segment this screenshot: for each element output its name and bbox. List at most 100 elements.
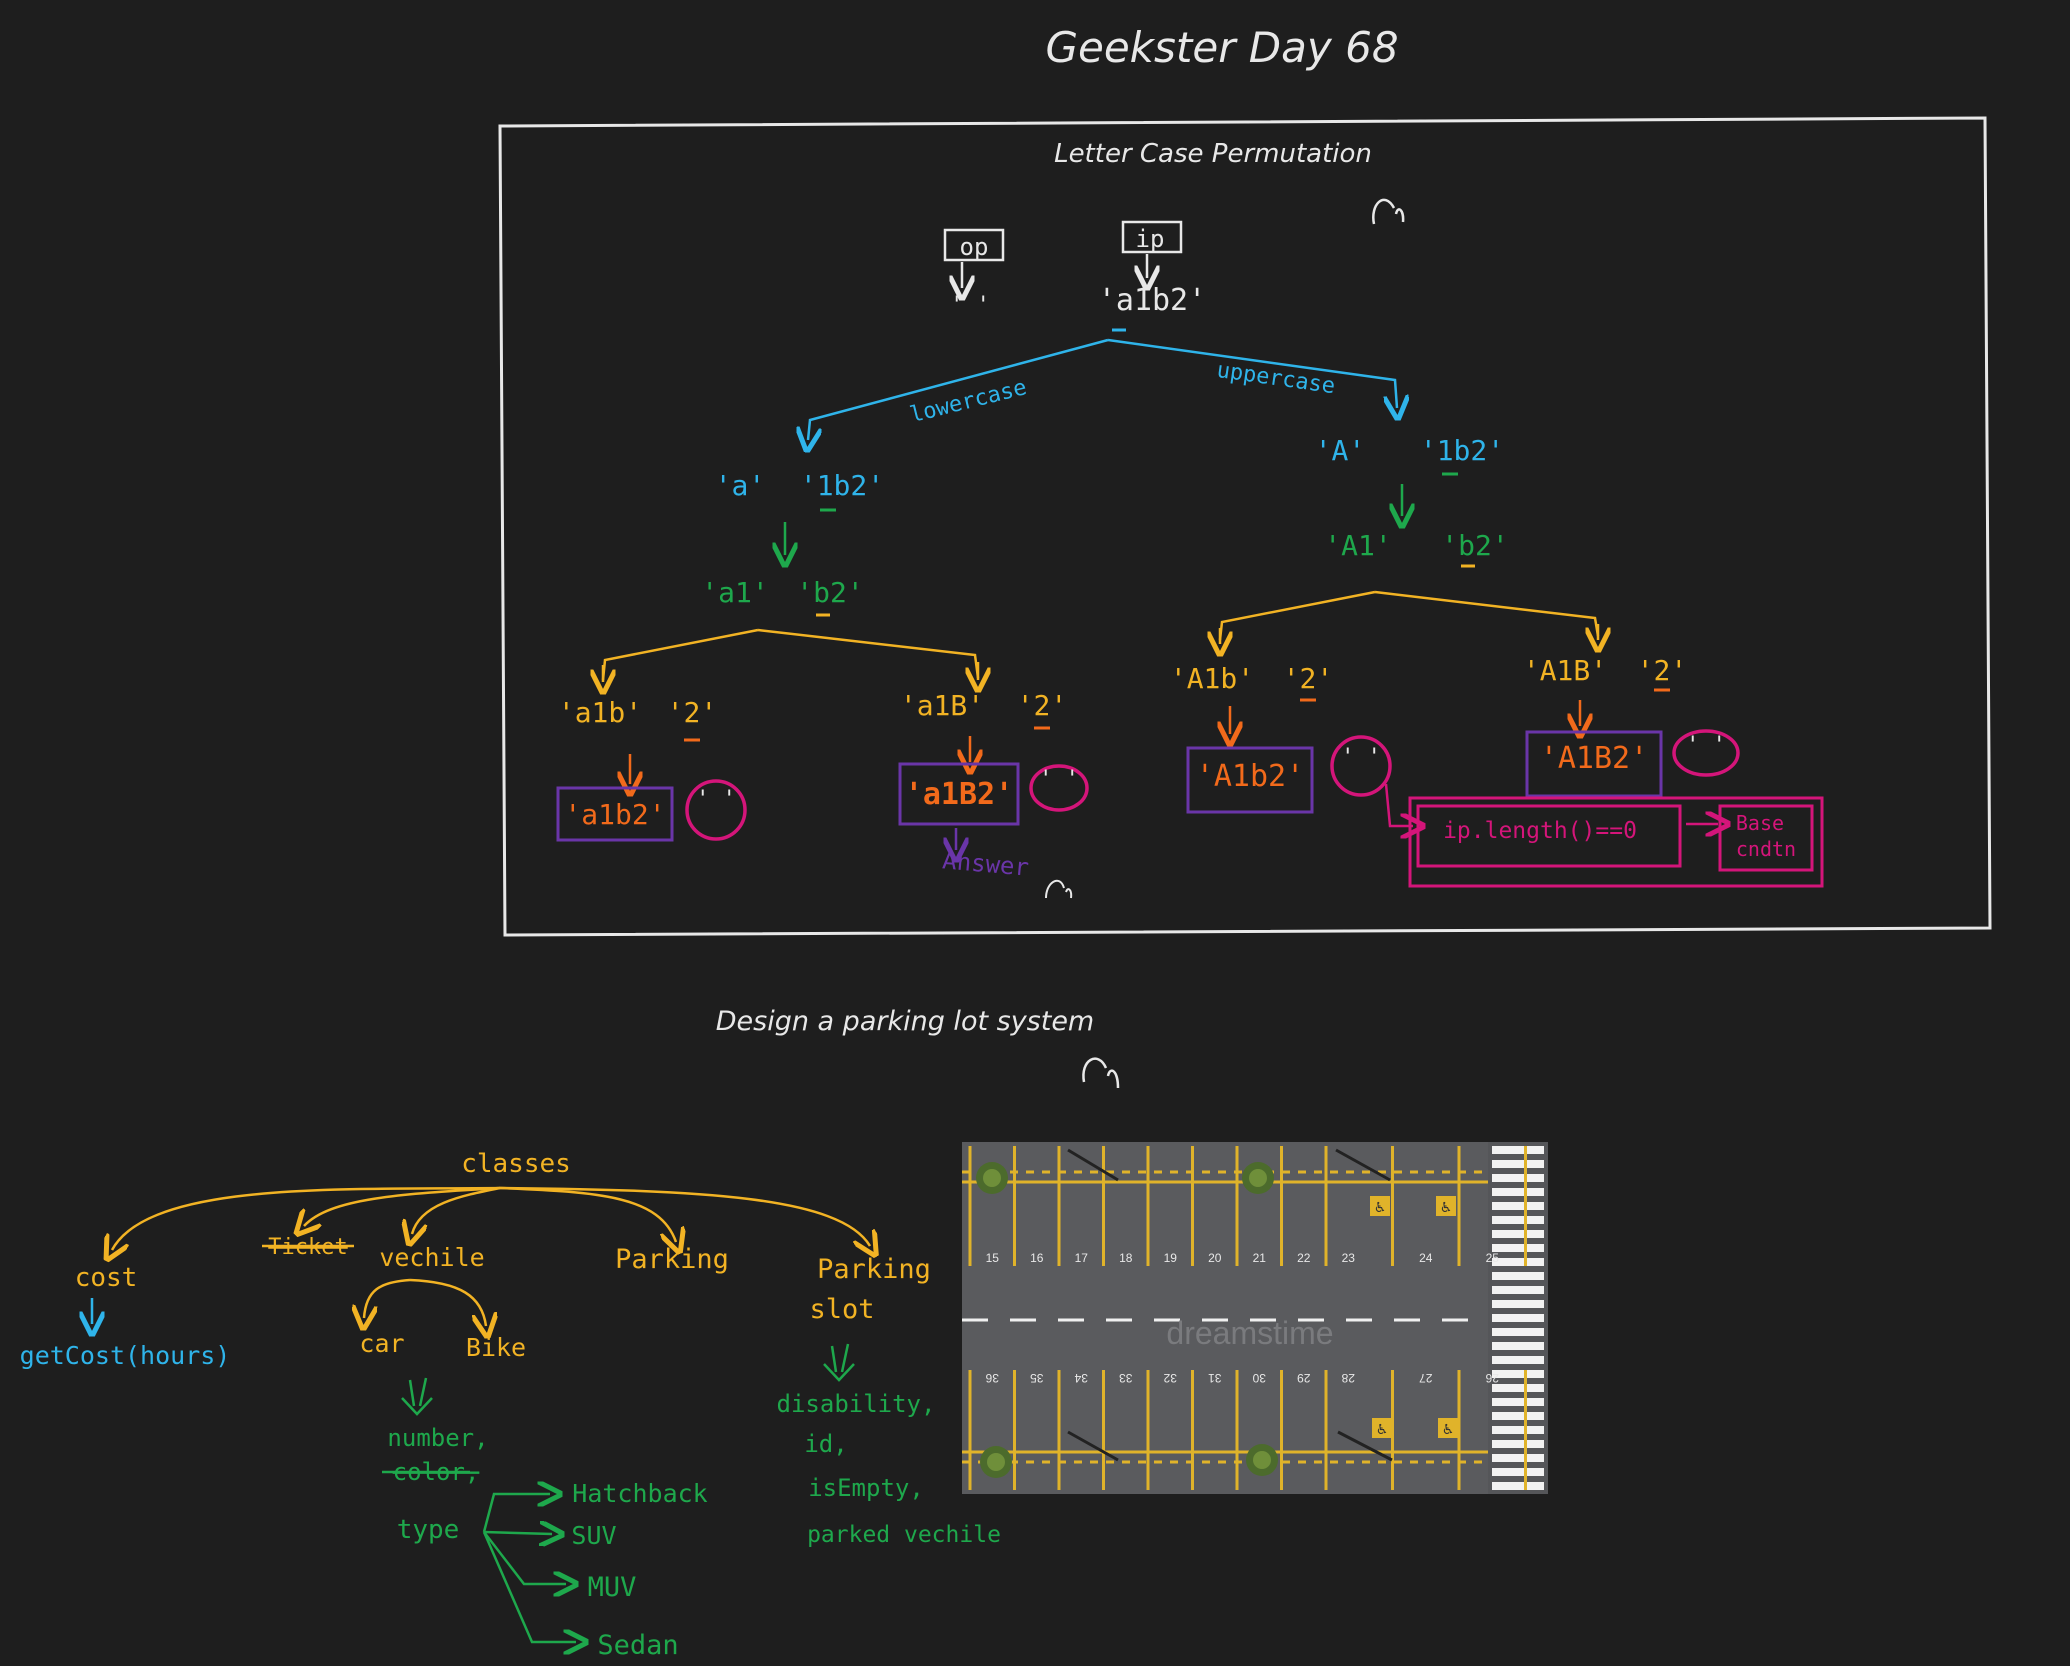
leaf-2: 'a1B2' ' ' Answer	[898, 762, 1089, 899]
svg-text:' ': ' '	[1039, 767, 1079, 792]
crosswalk-stripe	[1492, 1342, 1544, 1350]
svg-text:♿: ♿	[1376, 1422, 1389, 1438]
crosswalk-stripe	[1492, 1174, 1544, 1182]
slot-attr-2: id,	[804, 1430, 847, 1458]
ip-label: ip	[1136, 225, 1165, 253]
accessible-parking-icon: ♿	[1370, 1196, 1390, 1216]
stall-number-bottom: 31	[1208, 1371, 1222, 1385]
op-label: op	[960, 233, 989, 261]
stall-number-bottom: 35	[1030, 1371, 1044, 1385]
slot-attr-1: disability,	[777, 1390, 936, 1418]
op-box: op ' '	[943, 228, 1005, 318]
l1-right-ip: '1b2'	[1420, 434, 1504, 467]
class-parking-slot-2: slot	[809, 1294, 874, 1325]
l3-1-ip: '2'	[667, 696, 718, 729]
l2-left-op: 'a1'	[701, 576, 768, 609]
stall-number-bottom: 36	[985, 1371, 999, 1385]
stall-number-top: 23	[1342, 1251, 1356, 1265]
leaf-4: 'A1B2' ' '	[1525, 729, 1740, 798]
crosswalk-stripe	[1492, 1146, 1544, 1154]
crosswalk-stripe	[1492, 1398, 1544, 1406]
permutation-frame	[498, 116, 1992, 937]
page-title: Geekster Day 68	[1045, 23, 1398, 72]
type-suv: SUV	[571, 1521, 616, 1550]
crosswalk-stripe	[1492, 1216, 1544, 1224]
svg-text:' ': ' '	[1341, 745, 1381, 770]
tree-icon	[1246, 1444, 1278, 1476]
stall-number-top: 21	[1253, 1251, 1267, 1265]
cursor-icon	[1082, 1057, 1120, 1089]
crosswalk-stripe	[1492, 1412, 1544, 1420]
l2-right-op: 'A1'	[1324, 529, 1391, 562]
stall-number-bottom: 34	[1074, 1371, 1088, 1385]
tree-icon	[1242, 1162, 1274, 1194]
l3-3-op: 'A1b'	[1170, 662, 1254, 695]
base-condition: ip.length()==0 Base cndtn	[1384, 783, 1824, 888]
stall-number-bottom: 27	[1419, 1371, 1433, 1385]
l3-2-ip: '2'	[1017, 689, 1068, 722]
edge-lowercase	[808, 338, 1109, 440]
crosswalk	[1492, 1146, 1544, 1490]
l2-left-ip: 'b2'	[796, 576, 863, 609]
crosswalk-stripe	[1492, 1244, 1544, 1252]
vehicle-car: car	[359, 1329, 404, 1358]
crosswalk-stripe	[1492, 1370, 1544, 1378]
l1-left-ip: '1b2'	[800, 469, 884, 502]
leaf-3: 'A1b2' ' '	[1186, 735, 1392, 814]
root-node: 'a1b2'	[1098, 283, 1206, 318]
stall-number-top: 15	[986, 1251, 1000, 1265]
class-parking-slot-1: Parking	[817, 1254, 931, 1285]
stall-number-top: 24	[1419, 1251, 1433, 1265]
vehicle-bike: Bike	[466, 1333, 526, 1362]
l3-3-ip: '2'	[1283, 662, 1334, 695]
edge-uppercase	[1107, 338, 1397, 408]
l3-4-ip: '2'	[1637, 654, 1688, 687]
class-vehicle: vechile	[379, 1243, 484, 1272]
l3-2-op: 'a1B'	[900, 689, 984, 722]
crosswalk-stripe	[1492, 1482, 1544, 1490]
l1-right-op: 'A'	[1315, 434, 1366, 467]
classes-branches	[112, 1186, 870, 1250]
slot-attr-3: isEmpty,	[808, 1474, 924, 1502]
svg-text:' ': ' '	[1686, 733, 1726, 758]
accessible-parking-icon: ♿	[1436, 1196, 1456, 1216]
base-condition-label: Base cndtn	[1736, 811, 1796, 861]
edge-label-lowercase: lowercase	[908, 375, 1030, 428]
class-ticket: Ticket	[268, 1235, 347, 1260]
stall-number-top: 17	[1075, 1251, 1089, 1265]
svg-text:♿: ♿	[1440, 1200, 1453, 1216]
class-parking: Parking	[615, 1244, 729, 1275]
svg-text:' ': ' '	[696, 787, 736, 812]
crosswalk-stripe	[1492, 1300, 1544, 1308]
l1-left-op: 'a'	[715, 469, 766, 502]
edge-left-split	[601, 628, 980, 681]
crosswalk-stripe	[1492, 1286, 1544, 1294]
class-cost: cost	[75, 1263, 138, 1293]
empty-circle-4	[1672, 729, 1740, 777]
tree-icon	[980, 1446, 1012, 1478]
crosswalk-stripe	[1492, 1188, 1544, 1196]
crosswalk-stripe	[1492, 1384, 1544, 1392]
vehicle-attr-1: number,	[387, 1424, 488, 1452]
cursor-icon	[1372, 198, 1405, 225]
crosswalk-stripe	[1492, 1440, 1544, 1448]
watermark: dreamstime	[1166, 1315, 1333, 1351]
stall-number-bottom: 33	[1119, 1371, 1133, 1385]
empty-circle-3	[1330, 735, 1392, 797]
stall-number-top: 19	[1164, 1251, 1178, 1265]
type-muv: MUV	[588, 1572, 637, 1603]
leaf-2-value: 'a1B2'	[905, 777, 1013, 812]
svg-text:♿: ♿	[1374, 1200, 1387, 1216]
leaf-4-value: 'A1B2'	[1540, 741, 1648, 776]
svg-text:♿: ♿	[1442, 1422, 1455, 1438]
slot-attr-4: parked vechile	[807, 1522, 1001, 1548]
type-sedan: Sedan	[597, 1630, 678, 1661]
l2-right-ip: 'b2'	[1441, 529, 1508, 562]
ip-box: ip	[1121, 220, 1183, 278]
leaf-3-value: 'A1b2'	[1196, 759, 1304, 794]
edge-right-split	[1218, 590, 1600, 641]
crosswalk-stripe	[1492, 1230, 1544, 1238]
